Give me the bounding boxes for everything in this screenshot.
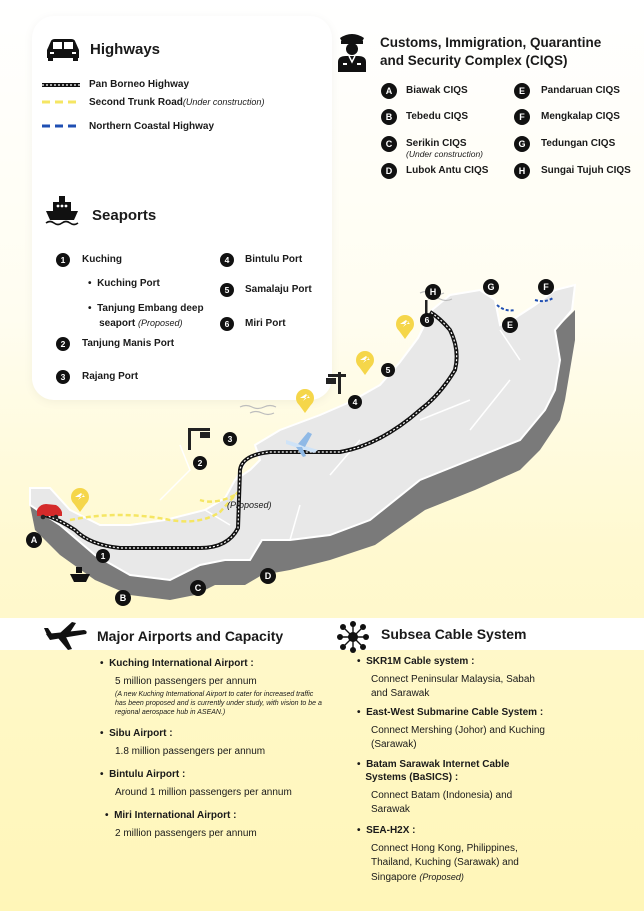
map-port-1: 1	[96, 549, 110, 563]
ciqs-mengkalap: Mengkalap CIQS	[541, 111, 620, 122]
map-port-4: 4	[348, 395, 362, 409]
ciqs-badge-b: B	[381, 109, 397, 125]
map-marker-g: G	[483, 279, 499, 295]
officer-icon	[338, 34, 366, 72]
map-ship-icon	[70, 567, 90, 582]
northern-coastal-route	[496, 297, 554, 312]
map-car-icon	[37, 504, 62, 520]
seaport-number-6: 6	[220, 317, 234, 331]
ciqs-badge-a: A	[381, 83, 397, 99]
flying-plane-icon	[286, 432, 318, 457]
seaport-rajang: Rajang Port	[82, 371, 139, 382]
seaport-number-2: 2	[56, 337, 70, 351]
map-port-3: 3	[223, 432, 237, 446]
map-port-5: 5	[381, 363, 395, 377]
airport-miri-name: • Miri International Airport :	[105, 810, 237, 821]
subsea-title: Subsea Cable System	[381, 626, 527, 642]
port-crane-icon	[188, 300, 428, 450]
map-marker-h: H	[425, 284, 441, 300]
ciqs-badge-d: D	[381, 163, 397, 179]
airplane-icon	[44, 622, 87, 650]
seaport-number-4: 4	[220, 253, 234, 267]
map-shadow	[30, 310, 575, 600]
subsea-list: • SKR1M Cable system : Connect Peninsula…	[357, 656, 597, 885]
airport-sibu-name: • Sibu Airport :	[100, 728, 173, 739]
seaport-tanjung-embang: • Tanjung Embang deep seaport (Proposed)	[88, 303, 204, 329]
airports-list: • Kuching International Airport : 5 mill…	[100, 658, 325, 841]
ciqs-badge-h: H	[514, 163, 530, 179]
second-trunk-route	[69, 491, 239, 523]
network-icon	[337, 621, 369, 653]
map-marker-c: C	[190, 580, 206, 596]
ciqs-tedungan: Tedungan CIQS	[541, 138, 616, 149]
bottom-header-band	[0, 618, 644, 650]
subsea-skr1m-name: • SKR1M Cable system :	[357, 656, 475, 667]
legend-card	[32, 16, 332, 400]
airport-miri-capacity: 2 million passengers per annum	[115, 828, 257, 839]
pan-borneo-line-icon	[42, 83, 80, 87]
subsea-eastwest-desc: Connect Mershing (Johor) and Kuching(Sar…	[371, 725, 545, 750]
ciqs-serikin: Serikin CIQS(Under construction)	[406, 138, 484, 159]
second-trunk-label: Second Trunk Road(Under construction)	[89, 97, 265, 108]
ciqs-tebedu: Tebedu CIQS	[406, 111, 469, 122]
ciqs-biawak: Biawak CIQS	[406, 85, 468, 96]
map-marker-f: F	[538, 279, 554, 295]
pan-borneo-route	[44, 310, 459, 550]
ciqs-badge-f: F	[514, 109, 530, 125]
sarawak-map	[29, 283, 577, 600]
car-icon	[47, 39, 79, 61]
ciqs-badge-c: C	[381, 136, 397, 152]
subsea-eastwest-name: • East-West Submarine Cable System :	[357, 707, 544, 718]
airplane-glyphs	[75, 320, 410, 500]
airport-bintulu-name: • Bintulu Airport :	[100, 769, 186, 780]
airport-kuching-note: (A new Kuching International Airport to …	[115, 691, 322, 716]
map-marker-a: A	[26, 532, 42, 548]
seaport-tanjung-manis: Tanjung Manis Port	[82, 338, 175, 349]
ciqs-lubok-antu: Lubok Antu CIQS	[406, 165, 489, 176]
seaports-title: Seaports	[92, 207, 157, 224]
airport-kuching-name: • Kuching International Airport :	[100, 658, 254, 669]
airport-sibu-capacity: 1.8 million passengers per annum	[115, 746, 266, 757]
map-port-2: 2	[193, 456, 207, 470]
airport-bintulu-capacity: Around 1 million passengers per annum	[115, 787, 292, 798]
map-port-6: 6	[420, 313, 434, 327]
seaport-number-1: 1	[56, 253, 70, 267]
subsea-seah2x-desc: Connect Hong Kong, Philippines,Thailand,…	[371, 843, 519, 883]
ciqs-pandaruan: Pandaruan CIQS	[541, 85, 620, 96]
subsea-basics-name: • Batam Sarawak Internet Cable Systems (…	[357, 759, 510, 783]
seaport-bintulu: Bintulu Port	[245, 254, 303, 265]
sea-waves	[239, 290, 453, 416]
airport-pin-icon	[71, 315, 414, 512]
seaport-kuching-port: • Kuching Port	[88, 278, 160, 289]
seaport-kuching: Kuching	[82, 254, 122, 265]
seaport-number-5: 5	[220, 283, 234, 297]
map-proposed-label: (Proposed)	[227, 500, 272, 510]
airports-title: Major Airports and Capacity	[97, 628, 284, 644]
map-marker-e: E	[502, 317, 518, 333]
northern-coastal-label: Northern Coastal Highway	[89, 121, 215, 132]
map-land	[29, 283, 577, 582]
northern-coastal-line-icon	[42, 124, 80, 128]
seaport-samalaju: Samalaju Port	[245, 284, 312, 295]
seaport-miri: Miri Port	[245, 318, 286, 329]
map-marker-b: B	[115, 590, 131, 606]
ciqs-sungai-tujuh: Sungai Tujuh CIQS	[541, 165, 631, 176]
ciqs-badge-e: E	[514, 83, 530, 99]
ciqs-badge-g: G	[514, 136, 530, 152]
airport-kuching-capacity: 5 million passengers per annum	[115, 676, 257, 687]
map-marker-d: D	[260, 568, 276, 584]
second-trunk-line-icon	[42, 100, 80, 104]
pan-borneo-label: Pan Borneo Highway	[89, 79, 190, 90]
subsea-seah2x-name: • SEA-H2X :	[357, 825, 416, 836]
ship-icon	[45, 196, 79, 226]
seaport-number-3: 3	[56, 370, 70, 384]
highways-title: Highways	[90, 41, 161, 58]
